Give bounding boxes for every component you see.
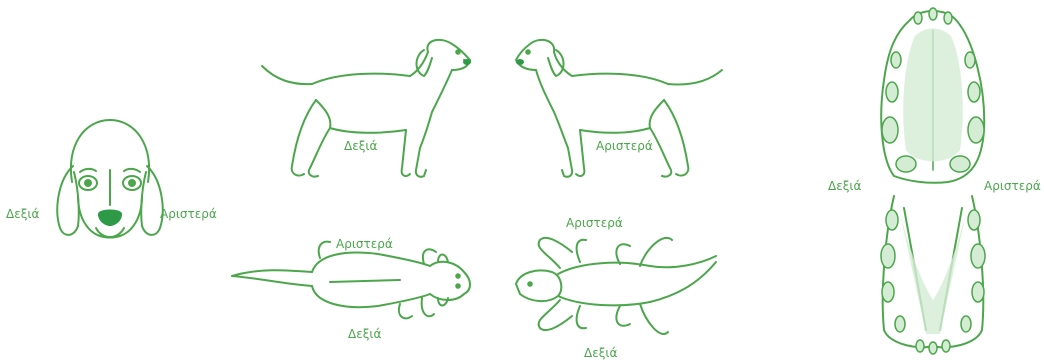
dog-body-right-lateral: [262, 40, 470, 177]
lower-jaw-fill: [898, 204, 968, 334]
lateral-left-nose: [516, 59, 524, 65]
head-right-ear: [141, 166, 162, 235]
dorsal-left-label: Αριστερά: [336, 237, 393, 251]
dog-body-left-lateral: [516, 40, 722, 177]
ventral-right-label: Δεξιά: [584, 346, 617, 360]
dorsal-right-label: Δεξιά: [348, 327, 381, 341]
dental-left-label: Αριστερά: [984, 179, 1041, 193]
ventral-left-label: Αριστερά: [566, 216, 623, 230]
head-front-right-label: Δεξιά: [6, 207, 39, 221]
dog-body-dorsal-view: [232, 242, 470, 319]
left-lateral-label: Αριστερά: [596, 139, 653, 153]
dental-right-label: Δεξιά: [828, 179, 861, 193]
dog-body-ventral-view: [516, 238, 716, 334]
head-left-ear: [57, 166, 78, 235]
right-lateral-label: Δεξιά: [344, 139, 377, 153]
head-nose: [98, 210, 122, 227]
lateral-right-nose: [463, 59, 471, 65]
upper-palate-fill: [903, 29, 963, 162]
head-front-left-label: Αριστερά: [160, 207, 217, 221]
